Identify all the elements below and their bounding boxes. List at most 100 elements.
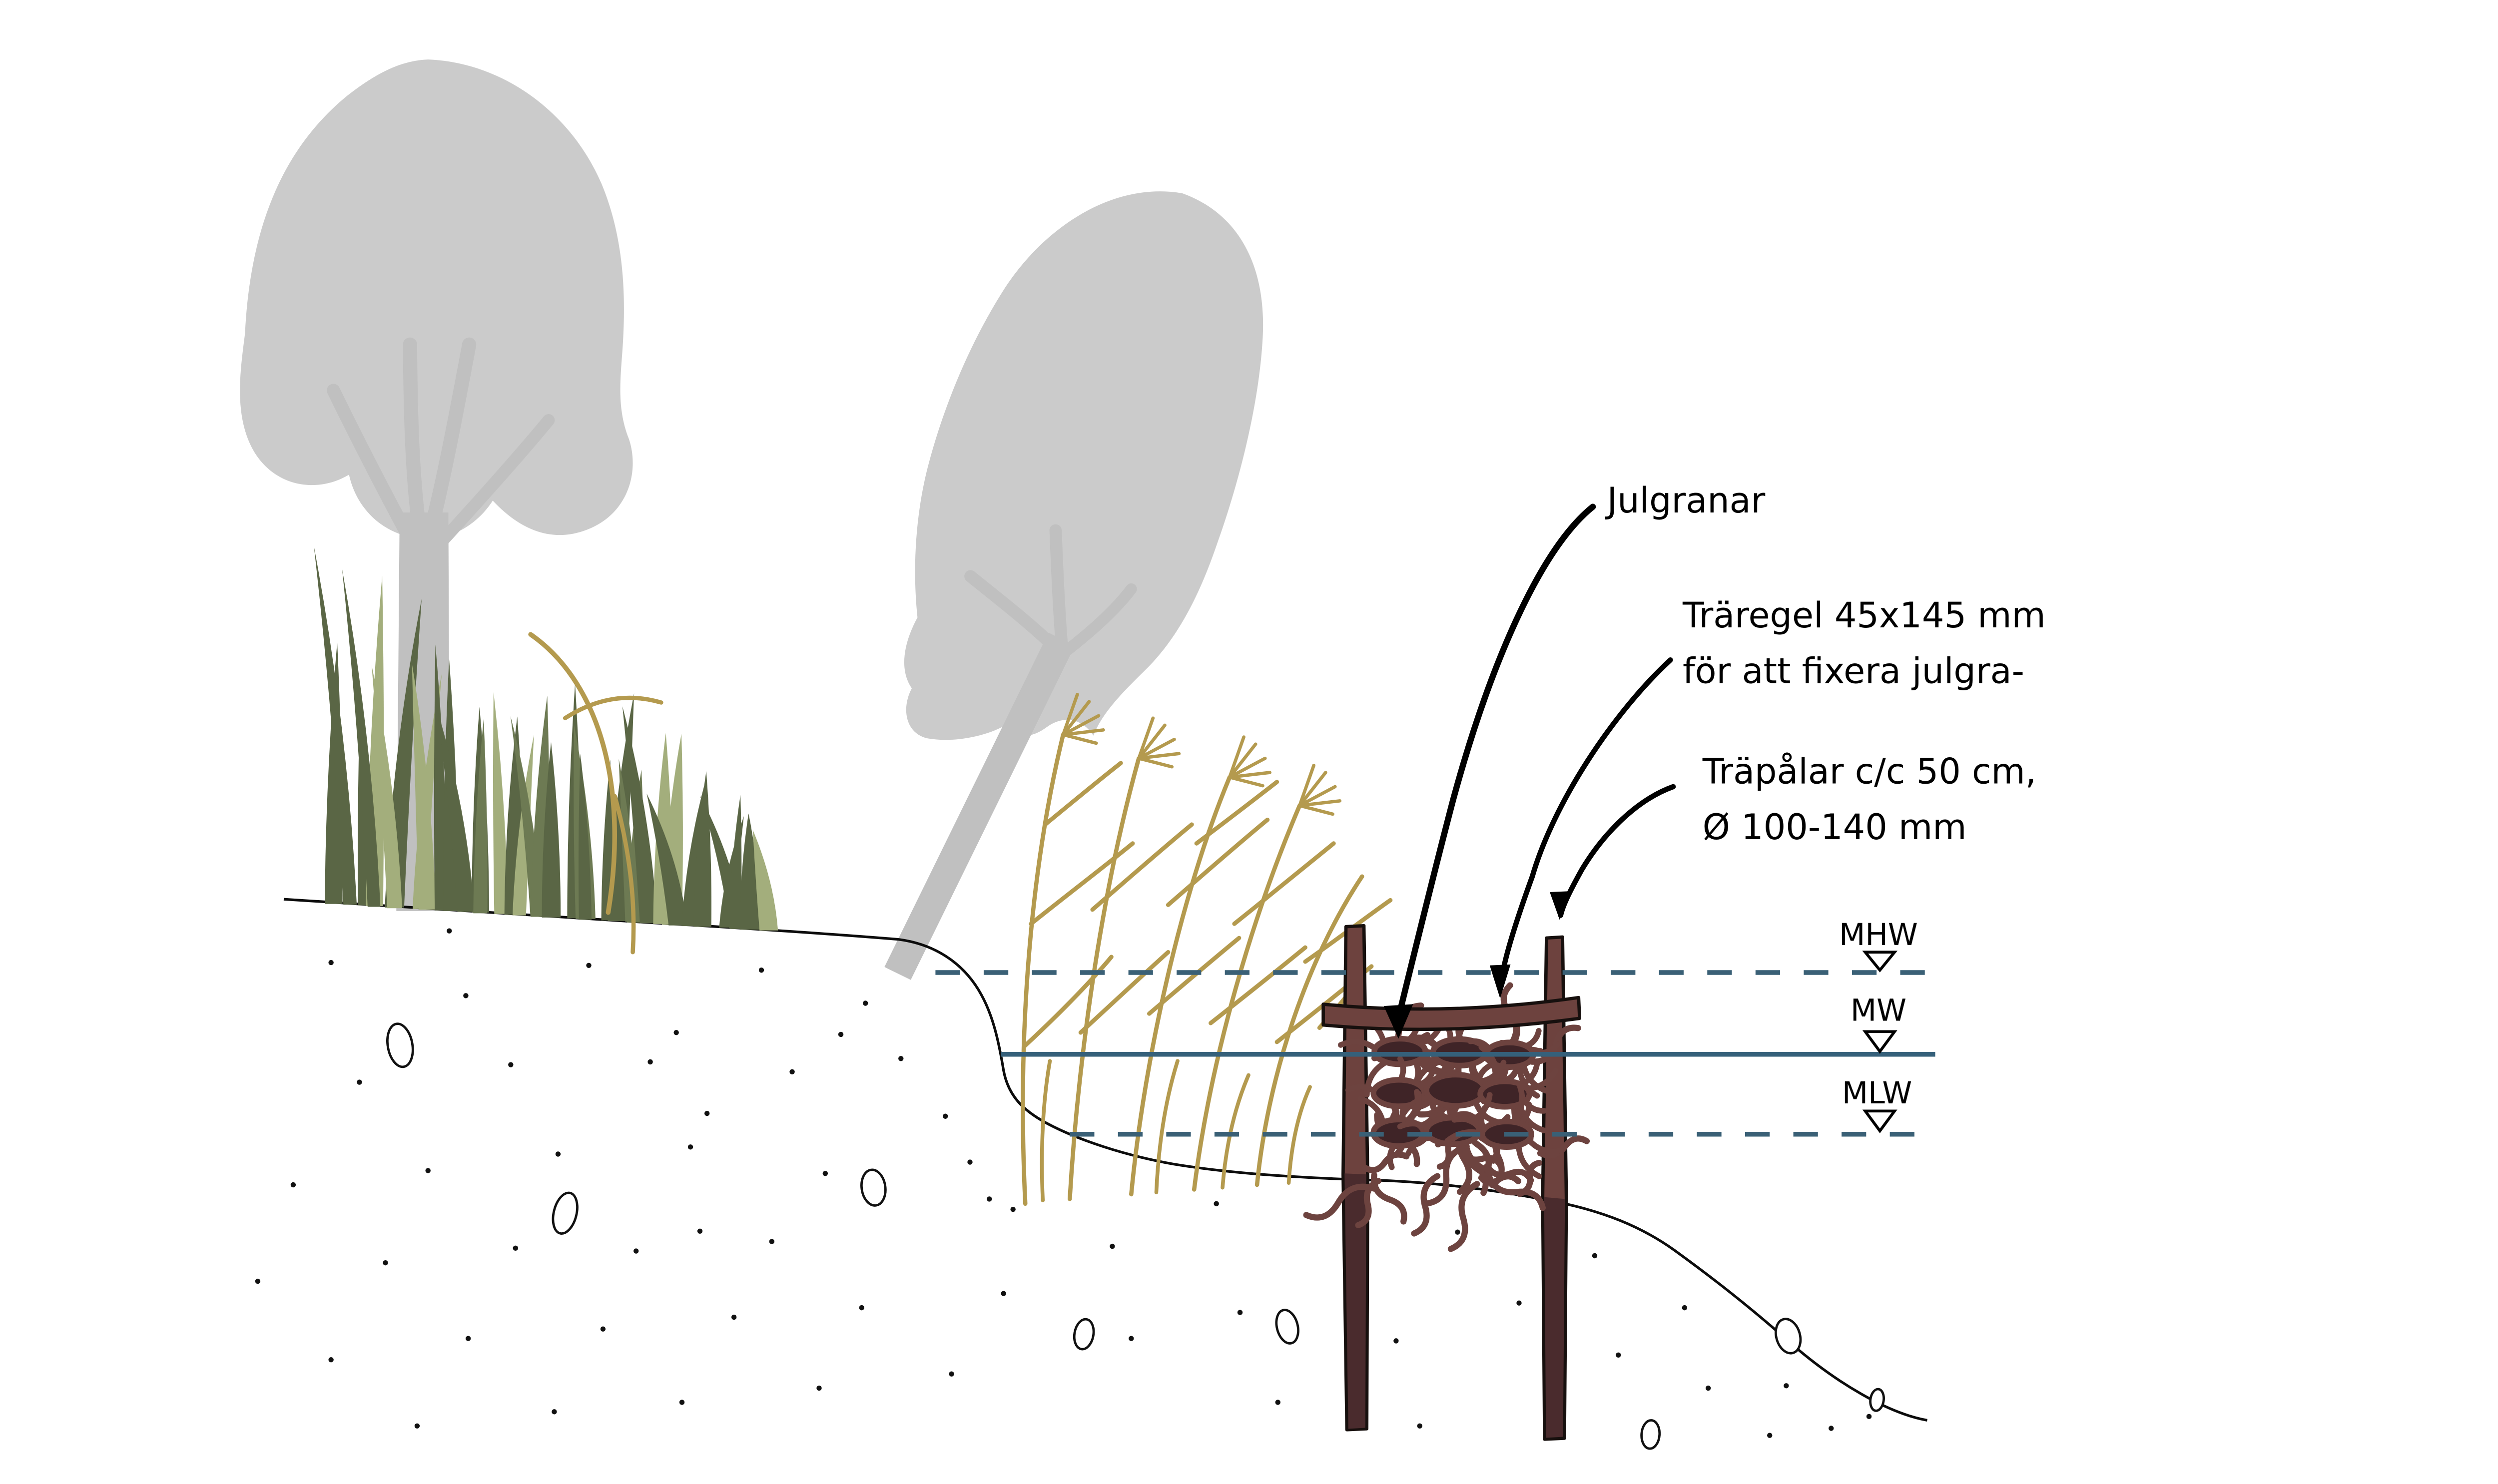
soil-dot bbox=[1455, 1229, 1460, 1235]
soil-dot bbox=[687, 1144, 693, 1150]
pebble bbox=[1073, 1318, 1095, 1351]
traregel-label-line2: för att fixera julgra- bbox=[1683, 651, 2024, 692]
trapalar-arrowhead-icon bbox=[1550, 891, 1571, 920]
soil-dot bbox=[1417, 1423, 1422, 1429]
water-level-triangle-icon bbox=[1862, 1030, 1897, 1054]
grass-blade bbox=[371, 665, 402, 909]
water-level-labels: MHW MW MLW bbox=[1839, 918, 1918, 1133]
pebble bbox=[552, 1191, 579, 1235]
grass-blade bbox=[700, 796, 744, 929]
mesh-branch bbox=[1484, 1163, 1534, 1184]
soil-dot bbox=[731, 1314, 737, 1320]
callout-labels: Julgranar Träregel 45x145 mm för att fix… bbox=[1605, 480, 2046, 848]
water-level-triangle-icon bbox=[1862, 951, 1898, 973]
pebble bbox=[1775, 1318, 1802, 1355]
soil-dot bbox=[1214, 1201, 1219, 1207]
pebble bbox=[860, 1168, 887, 1207]
grass-blade bbox=[342, 569, 381, 907]
grass-blade bbox=[437, 708, 475, 912]
soil-dot bbox=[513, 1245, 519, 1251]
mhw-label: MHW bbox=[1839, 918, 1918, 953]
soil-dot bbox=[465, 1336, 471, 1341]
mesh-branch bbox=[1424, 1143, 1470, 1207]
pebble bbox=[386, 1022, 414, 1068]
soil-dot bbox=[758, 968, 764, 973]
soil-dot bbox=[383, 1260, 388, 1266]
grass-blade bbox=[314, 546, 357, 905]
soil-dot bbox=[898, 1056, 904, 1061]
mesh-branch bbox=[1371, 1172, 1407, 1225]
tree-trunk-core bbox=[1423, 1071, 1488, 1109]
julgranar-arrow bbox=[1397, 503, 1596, 1011]
mesh-branch bbox=[1303, 1183, 1377, 1221]
traregel-label-line1: Träregel 45x145 mm bbox=[1682, 595, 2046, 636]
soil-dot bbox=[357, 1079, 362, 1085]
grass-blade bbox=[493, 692, 508, 914]
pebble bbox=[1275, 1309, 1299, 1345]
grass-blade bbox=[578, 754, 592, 920]
soil-dot bbox=[1393, 1338, 1399, 1344]
soil-dot bbox=[863, 1000, 868, 1006]
soil-dot bbox=[1275, 1400, 1280, 1405]
soil-dot bbox=[1705, 1385, 1711, 1391]
grass-blade bbox=[542, 742, 561, 918]
right-tree-canopy bbox=[904, 191, 1263, 740]
reed-heads bbox=[1061, 693, 1342, 816]
soil-dot bbox=[704, 1110, 710, 1116]
soil-dot bbox=[679, 1400, 685, 1405]
timber-structure bbox=[1303, 924, 1590, 1441]
left-pole-below-ground bbox=[1344, 1173, 1366, 1429]
grass-blade bbox=[752, 830, 778, 931]
julgranar-arrowhead-icon bbox=[1383, 1004, 1413, 1039]
trapalar-label-line2: Ø 100-140 mm bbox=[1703, 807, 1967, 848]
soil-dot bbox=[328, 960, 334, 966]
soil-dot bbox=[949, 1371, 954, 1377]
soil-dot bbox=[789, 1069, 795, 1074]
soil-dot bbox=[697, 1228, 703, 1234]
mlw-label: MLW bbox=[1842, 1076, 1912, 1111]
soil-dot bbox=[987, 1196, 992, 1202]
soil-dots bbox=[255, 928, 1872, 1438]
soil-dot bbox=[1237, 1310, 1243, 1315]
right-tree-trunk bbox=[884, 632, 1075, 980]
soil-dot bbox=[255, 1278, 261, 1284]
soil-dot bbox=[555, 1151, 561, 1157]
traregel-arrowhead-icon bbox=[1489, 964, 1511, 999]
grass-blade bbox=[681, 782, 705, 927]
soil-dot bbox=[633, 1248, 639, 1254]
soil-dot bbox=[1010, 1207, 1016, 1212]
mesh-branch bbox=[1485, 1171, 1546, 1211]
callout-arrows bbox=[1383, 503, 1676, 1039]
grass-blade bbox=[622, 706, 657, 924]
soil-dot bbox=[673, 1029, 679, 1035]
soil-dot bbox=[508, 1062, 514, 1067]
soil-dot bbox=[1110, 1243, 1115, 1249]
pebbles bbox=[386, 1022, 1885, 1450]
mesh-branch bbox=[1411, 1173, 1441, 1237]
soil-dot bbox=[1001, 1291, 1006, 1296]
grass-blade bbox=[646, 793, 687, 926]
pebble bbox=[1640, 1419, 1661, 1450]
soil-dot bbox=[647, 1059, 653, 1065]
mesh-branch bbox=[1355, 1178, 1382, 1229]
trapalar-label-line1: Träpålar c/c 50 cm, bbox=[1702, 751, 2036, 792]
soil-dot bbox=[586, 963, 592, 968]
grass bbox=[314, 546, 778, 931]
soil-dot bbox=[600, 1326, 606, 1332]
grass-blade bbox=[740, 813, 761, 930]
soil-dot bbox=[1682, 1305, 1688, 1311]
soil-dot bbox=[859, 1305, 864, 1311]
soil-dot bbox=[967, 1159, 973, 1165]
trapalar-arrow bbox=[1558, 784, 1676, 918]
soil-dot bbox=[1129, 1336, 1134, 1341]
soil-dot bbox=[943, 1113, 948, 1119]
grass-blade bbox=[473, 719, 488, 914]
water-level-lines bbox=[935, 970, 1935, 1137]
mesh-branch bbox=[1537, 1135, 1590, 1159]
soil-dot bbox=[769, 1239, 775, 1244]
terrain-line bbox=[283, 898, 1927, 1422]
right-pole-below-ground bbox=[1544, 1197, 1565, 1438]
mesh-branch bbox=[1447, 1181, 1480, 1252]
soil-dot bbox=[328, 1357, 334, 1363]
